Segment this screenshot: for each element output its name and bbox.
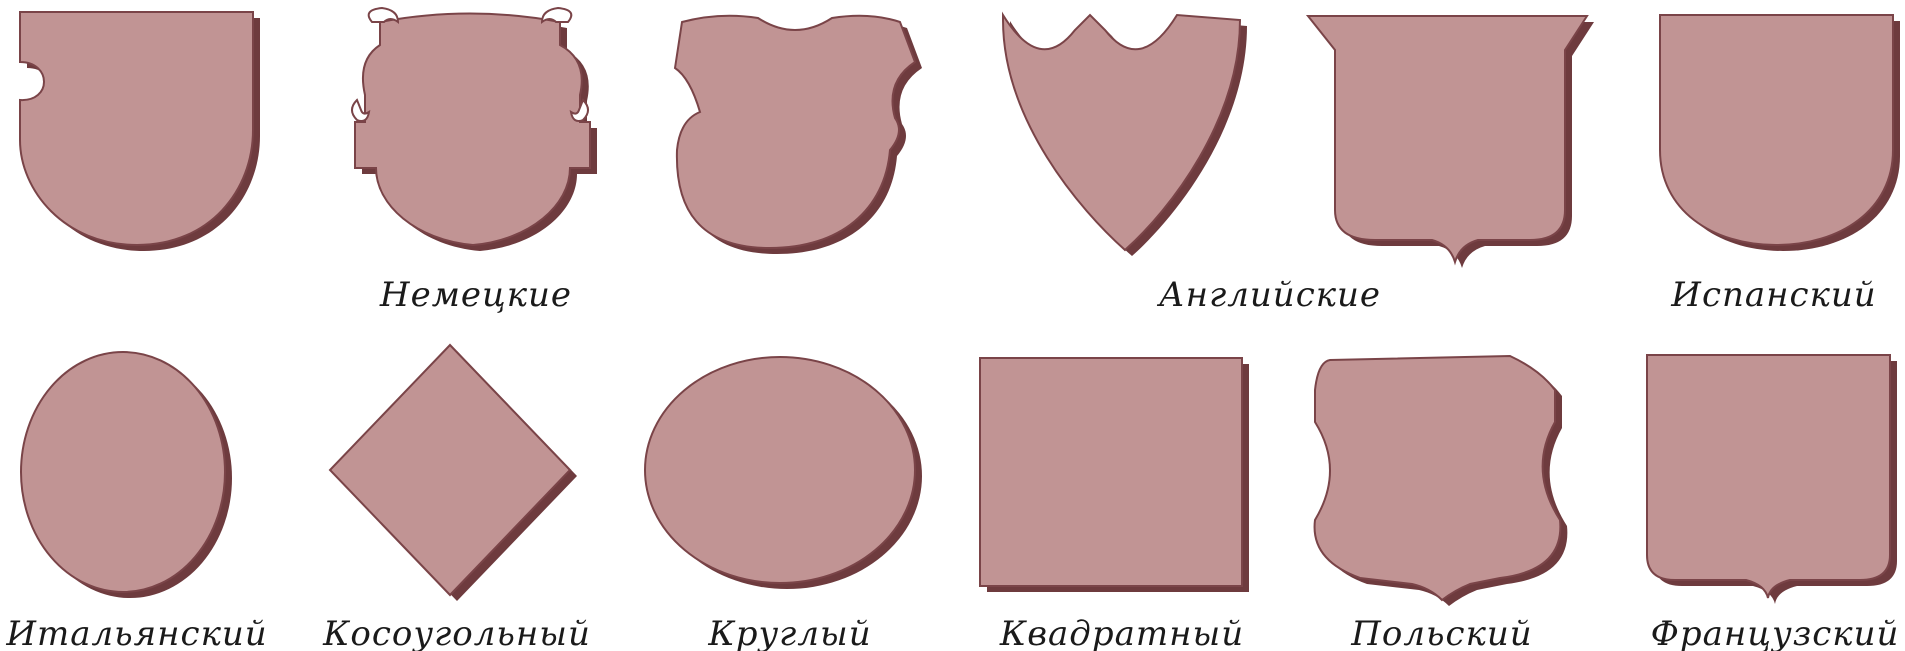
shield-square: [980, 358, 1249, 592]
shield-german-notched: [20, 12, 260, 251]
shield-polish: [1315, 356, 1568, 606]
caption-english: Английские: [1157, 275, 1381, 315]
shield-spanish: [1660, 15, 1900, 251]
shield-german-ornate: [352, 8, 597, 251]
shield-diagonal-diamond: [330, 345, 577, 601]
shield-english-tabbed: [1308, 16, 1594, 268]
shield-italian-oval: [21, 352, 232, 598]
caption-diagonal: Косоугольный: [322, 614, 591, 651]
caption-italian: Итальянский: [5, 614, 267, 651]
caption-french: Французский: [1651, 614, 1900, 651]
caption-spanish: Испанский: [1670, 275, 1876, 315]
caption-german: Немецкие: [379, 275, 572, 315]
caption-polish: Польский: [1350, 614, 1532, 651]
shield-round: [645, 357, 922, 589]
shield-english-pointed: [1003, 15, 1247, 256]
shield-french: [1647, 355, 1897, 604]
shield-german-side-notches: [675, 16, 922, 254]
caption-square: Квадратный: [999, 614, 1244, 651]
caption-round: Круглый: [707, 614, 871, 651]
